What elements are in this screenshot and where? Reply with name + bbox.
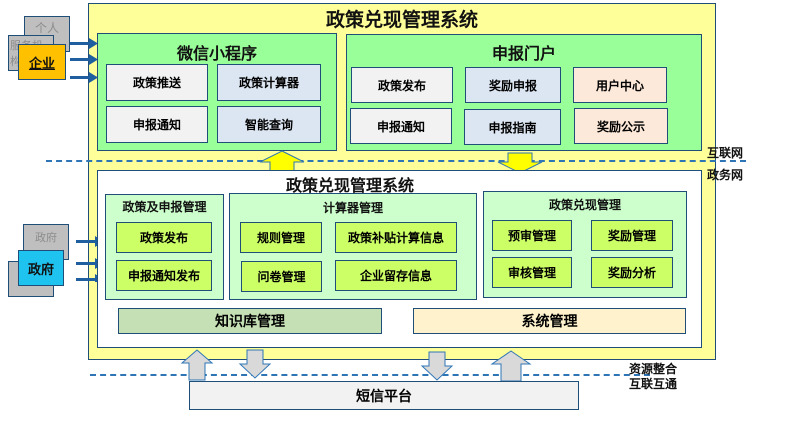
redeem-item-pre-review[interactable]: 预审管理 [492,220,572,251]
yellow-down-arrow-icon [497,152,543,174]
wechat-item-policy-calculator[interactable]: 政策计算器 [217,64,321,101]
calc-item-enterprise-info[interactable]: 企业留存信息 [335,260,457,291]
portal-item-apply-notice[interactable]: 申报通知 [350,108,452,144]
actor-gov[interactable]: 政府 [18,250,64,286]
redeem-item-reward-mgmt[interactable]: 奖励管理 [591,220,673,251]
label-interconnect: 互联互通 [629,377,678,391]
management-system-title: 政策兑现管理系统 [285,176,414,195]
enterprise-arrows [70,38,98,83]
gray-down-arrow-icon [420,351,454,381]
page-title: 政策兑现管理系统 [325,9,478,31]
redeem-item-audit-mgmt[interactable]: 审核管理 [492,257,572,288]
actor-gov-label: 政府 [27,262,54,278]
portal-item-policy-publish[interactable]: 政策发布 [351,67,453,103]
sms-platform[interactable]: 短信平台 [189,381,579,410]
portal-item-user-center[interactable]: 用户中心 [573,67,667,103]
label-resource-integration: 资源整合 [629,362,678,376]
actor-gov-back1-label: 政府 [35,231,57,244]
arrow-right-icon [70,38,98,83]
actor-enterprise[interactable]: 企业 [18,44,66,80]
mgmt-item-apply-notice-publish[interactable]: 申报通知发布 [116,260,212,291]
calc-item-questionnaire-mgmt[interactable]: 问卷管理 [241,261,322,292]
portal-panel-title: 申报门户 [491,44,556,63]
wechat-item-policy-push[interactable]: 政策推送 [106,64,208,101]
wechat-item-apply-notice[interactable]: 申报通知 [106,106,208,143]
redeem-item-reward-analysis[interactable]: 奖励分析 [591,257,673,288]
network-boundary-line-resource [90,374,650,376]
gray-up-arrow-icon [490,350,532,382]
label-internet: 互联网 [707,146,744,160]
knowledge-base-mgmt[interactable]: 知识库管理 [118,308,382,334]
actor-individual-label: 个人 [34,21,59,35]
label-gov-network: 政务网 [707,168,744,182]
calc-item-rule-mgmt[interactable]: 规则管理 [240,222,322,253]
calculator-mgmt-title: 计算器管理 [322,201,383,215]
portal-item-apply-guide[interactable]: 申报指南 [464,109,561,145]
wechat-panel-title: 微信小程序 [176,44,257,63]
gray-down-arrow-icon [238,349,272,379]
system-mgmt[interactable]: 系统管理 [413,308,686,334]
mgmt-item-policy-publish[interactable]: 政策发布 [116,222,212,253]
policy-apply-mgmt-title: 政策及申报管理 [122,200,207,214]
portal-item-reward-publicity[interactable]: 奖励公示 [574,108,668,144]
redemption-mgmt-title: 政策兑现管理 [548,198,621,212]
wechat-item-smart-query[interactable]: 智能查询 [217,106,321,143]
network-boundary-line-internet [46,160,746,162]
calc-item-subsidy-info[interactable]: 政策补贴计算信息 [335,222,457,253]
portal-item-reward-apply[interactable]: 奖励申报 [465,67,561,103]
actor-enterprise-label: 企业 [28,56,55,72]
gray-up-arrow-icon [180,349,214,381]
